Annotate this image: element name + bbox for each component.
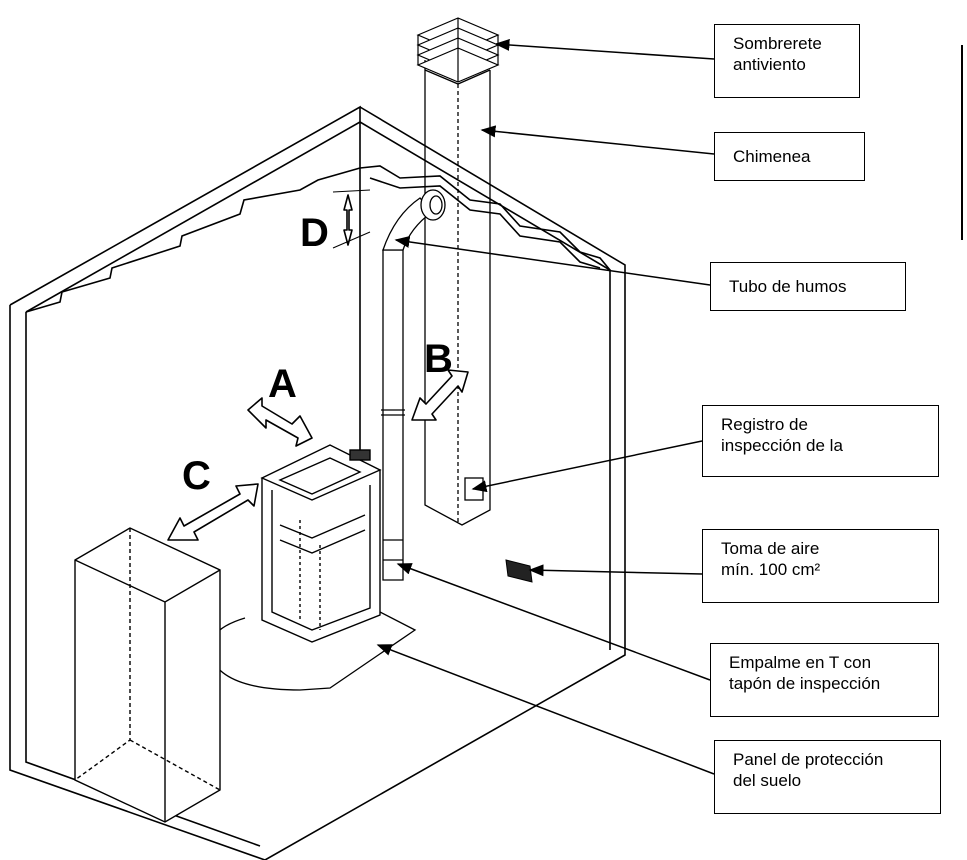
chimney [424, 60, 491, 526]
callout-empalme-line-1: Empalme en T con [729, 653, 872, 672]
distance-label-c: C [182, 454, 211, 498]
distance-label-a: A [268, 362, 297, 406]
leader-registro [471, 440, 703, 493]
distance-arrows [167, 189, 469, 541]
callout-panel-line-2: del suelo [733, 771, 802, 790]
callout-sombrerete-line-1: Sombrerete [733, 34, 822, 53]
flue-pipe [381, 189, 446, 581]
callout-sombrerete: Sombrerete antiviento [714, 24, 860, 98]
callout-toma-line-2: mín. 100 cm² [721, 560, 821, 579]
callout-panel: Panel de protección del suelo [714, 740, 941, 814]
leader-chimenea [480, 125, 715, 155]
callout-empalme-line-2: tapón de inspección [729, 674, 881, 693]
callout-toma: Toma de aire mín. 100 cm² [702, 529, 939, 603]
distance-label-b: B [424, 337, 453, 381]
callout-empalme: Empalme en T con tapón de inspección [710, 643, 939, 717]
callout-chimenea-line-1: Chimenea [733, 147, 811, 166]
leader-tubo [394, 235, 711, 286]
leader-empalme [396, 563, 711, 681]
callout-chimenea: Chimenea [714, 132, 865, 181]
callout-registro-line-2: inspección de la [721, 436, 843, 455]
callout-registro-line-1: Registro de [721, 415, 808, 434]
callout-sombrerete-line-2: antiviento [733, 55, 806, 74]
leader-lines [376, 38, 715, 775]
pellet-stove [260, 444, 382, 643]
callout-panel-line-1: Panel de protección [733, 750, 884, 769]
adjacent-furniture [74, 527, 221, 823]
callout-toma-line-1: Toma de aire [721, 539, 820, 558]
callout-registro: Registro de inspección de la [702, 405, 939, 477]
distance-label-d: D [300, 211, 329, 255]
callout-tubo: Tubo de humos [710, 262, 906, 311]
callout-tubo-line-1: Tubo de humos [729, 277, 847, 296]
leader-panel [376, 644, 715, 775]
air-intake-vent [505, 559, 533, 583]
leader-toma [528, 564, 703, 577]
wind-cap [416, 17, 500, 83]
leader-sombrerete [494, 38, 715, 60]
